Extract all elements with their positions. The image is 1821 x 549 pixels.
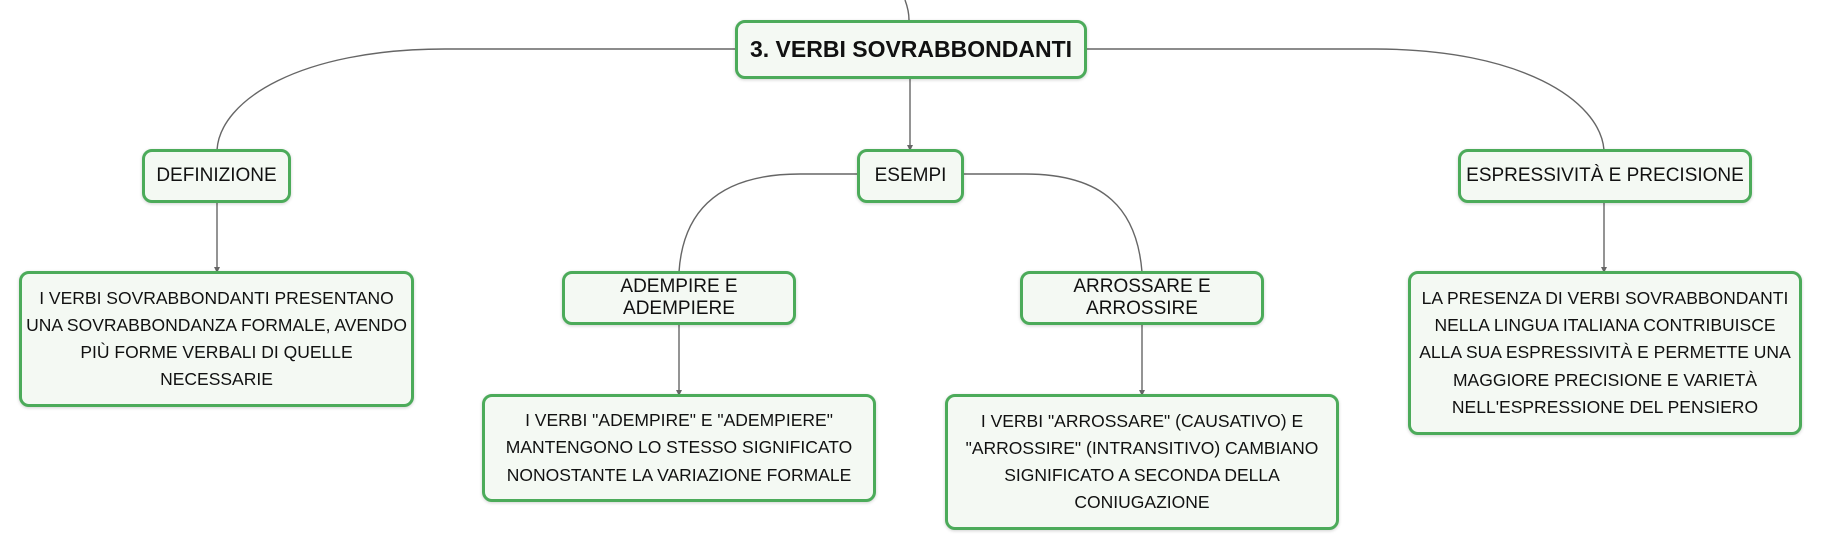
arrossare-description-text: I VERBI "ARROSSARE" (CAUSATIVO) E "ARROS… xyxy=(965,410,1319,513)
espressivita-description-text: LA PRESENZA DI VERBI SOVRABBONDANTI NELL… xyxy=(1419,288,1791,417)
topic-espressivita-label: ESPRESSIVITÀ E PRECISIONE xyxy=(1466,165,1744,186)
subtopic-adempire-label: ADEMPIRE E ADEMPIERE xyxy=(620,276,738,319)
subtopic-arrossare-label: ARROSSARE E ARROSSIRE xyxy=(1073,276,1211,319)
adempire-description-text: I VERBI "ADEMPIRE" E "ADEMPIERE" MANTENG… xyxy=(505,410,853,485)
connector-esempi-adempire xyxy=(678,173,858,273)
adempire-description[interactable]: I VERBI "ADEMPIRE" E "ADEMPIERE" MANTENG… xyxy=(482,394,876,502)
topic-definizione[interactable]: DEFINIZIONE xyxy=(142,149,291,203)
root-label: 3. VERBI SOVRABBONDANTI xyxy=(749,36,1073,62)
connector-root-espressivita xyxy=(1085,48,1605,151)
definizione-description[interactable]: I VERBI SOVRABBONDANTI PRESENTANO UNA SO… xyxy=(19,271,414,407)
connector-esempi-arrossare xyxy=(963,173,1143,273)
arrowhead-adempire-child xyxy=(676,390,682,396)
arrowhead-definizione-child xyxy=(214,267,220,273)
definizione-description-text: I VERBI SOVRABBONDANTI PRESENTANO UNA SO… xyxy=(26,287,407,390)
espressivita-description[interactable]: LA PRESENZA DI VERBI SOVRABBONDANTI NELL… xyxy=(1408,271,1802,435)
arrowhead-espressivita-child xyxy=(1601,267,1607,273)
topic-espressivita[interactable]: ESPRESSIVITÀ E PRECISIONE xyxy=(1458,149,1752,203)
arrowhead-arrossare-child xyxy=(1139,390,1145,396)
topic-esempi-label: ESEMPI xyxy=(874,165,947,186)
arrowhead-esempi xyxy=(907,145,913,151)
subtopic-adempire[interactable]: ADEMPIRE E ADEMPIERE xyxy=(562,271,796,325)
subtopic-arrossare[interactable]: ARROSSARE E ARROSSIRE xyxy=(1020,271,1264,325)
connector-root-definizione xyxy=(216,48,735,151)
connector-incoming xyxy=(904,0,910,21)
topic-esempi[interactable]: ESEMPI xyxy=(857,149,964,203)
topic-definizione-label: DEFINIZIONE xyxy=(156,165,277,186)
arrossare-description[interactable]: I VERBI "ARROSSARE" (CAUSATIVO) E "ARROS… xyxy=(945,394,1339,530)
root-node[interactable]: 3. VERBI SOVRABBONDANTI xyxy=(735,20,1087,79)
